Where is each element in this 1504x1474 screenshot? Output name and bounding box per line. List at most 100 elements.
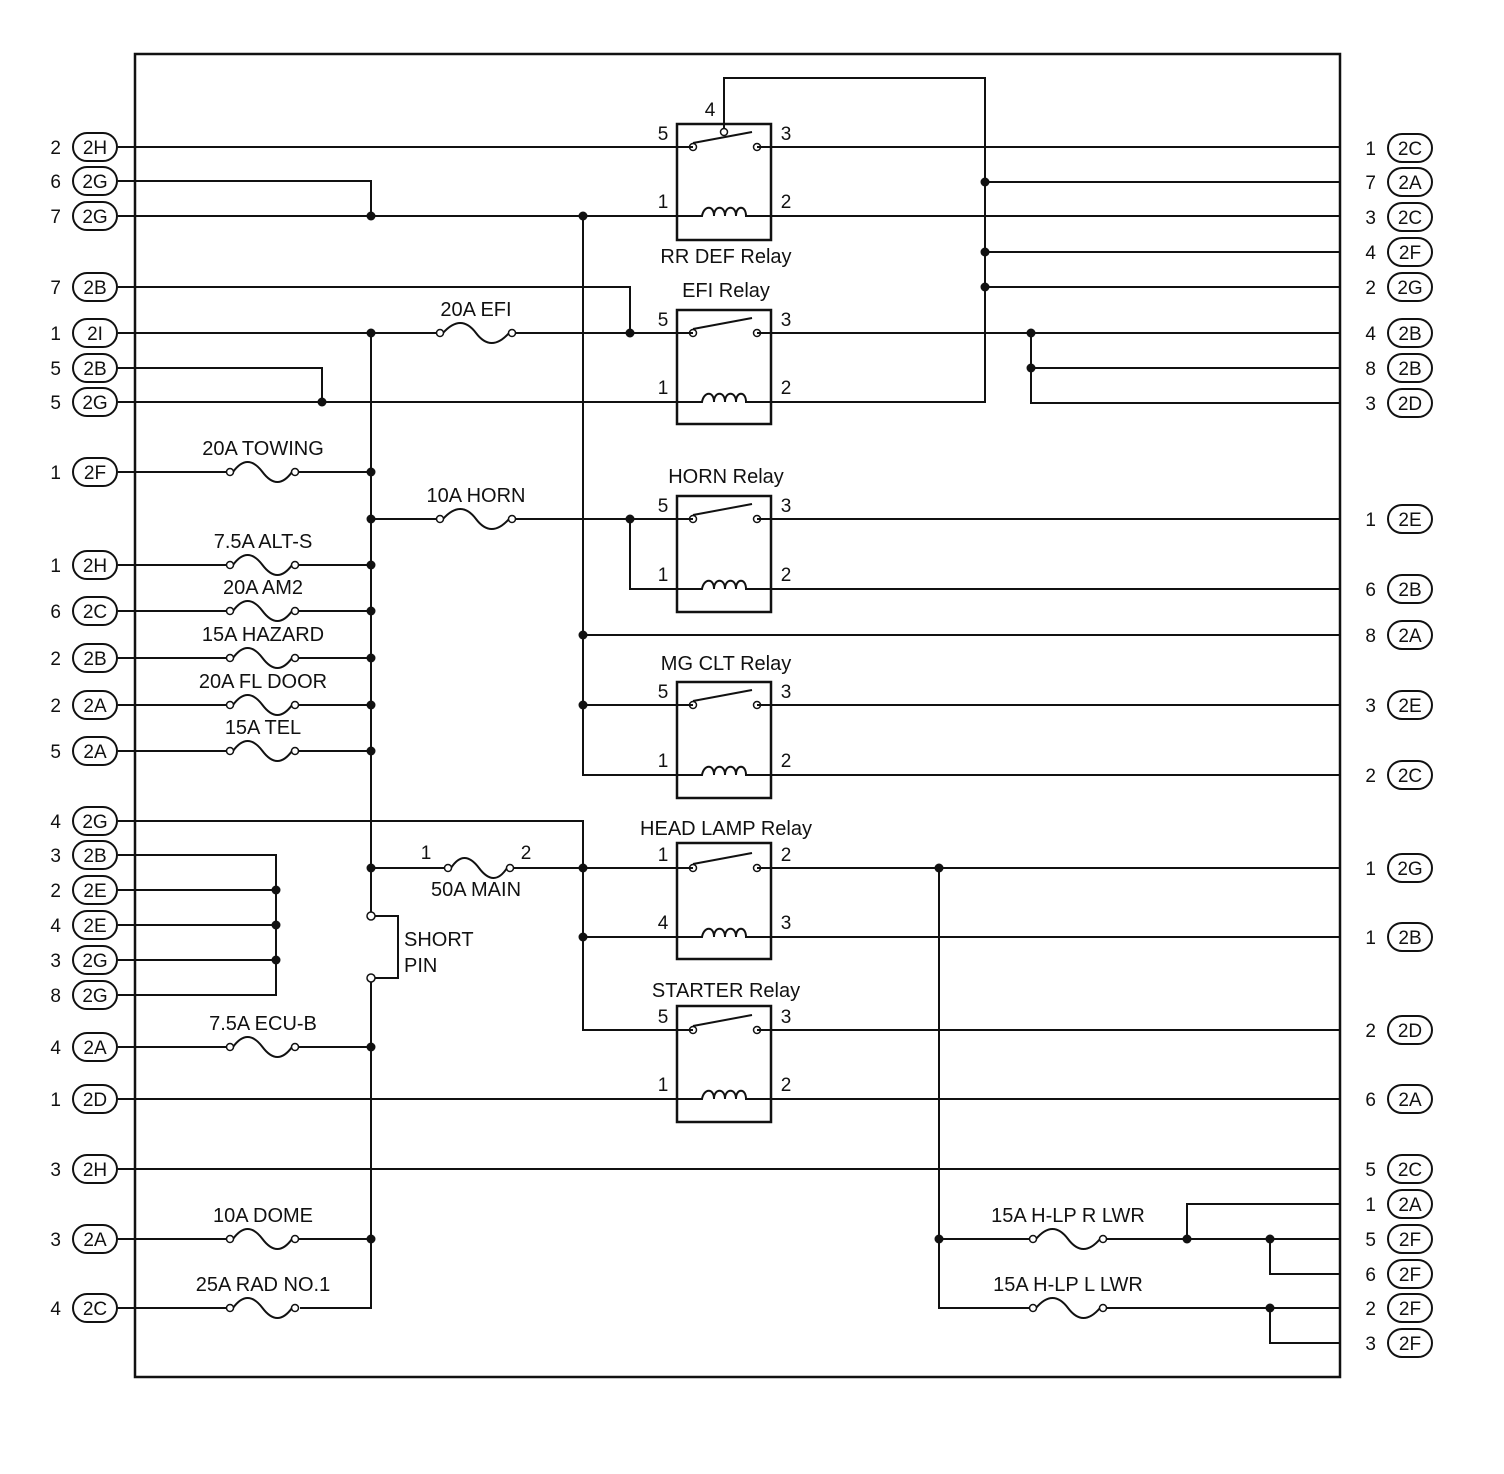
connector-id: 2A [83, 696, 107, 717]
fuse-terminal [290, 467, 300, 477]
junction-dot [271, 885, 281, 895]
right-connector-0: 2C1 [1365, 133, 1433, 163]
fuse-3: 7.5A ALT-S [214, 531, 312, 576]
connector-pin: 6 [1365, 580, 1376, 601]
relay-pin: 3 [781, 1007, 792, 1028]
connector-oval [1387, 353, 1433, 383]
connector-oval [1387, 202, 1433, 232]
connector-oval [1387, 574, 1433, 604]
connector-oval [72, 550, 118, 580]
connectors: 2H22G62G72B72I12B52G52F12H12C62B22A22A52… [50, 132, 1433, 1358]
connector-pin: 3 [50, 1230, 61, 1251]
connector-id: 2H [83, 556, 107, 577]
relay-switch-arm [692, 503, 753, 516]
connector-oval [72, 806, 118, 836]
junction-dot [1026, 363, 1036, 373]
right-connector-13: 2G1 [1365, 853, 1433, 883]
connector-oval [1387, 760, 1433, 790]
junction-dot [366, 560, 376, 570]
fuse-terminal [290, 1303, 300, 1313]
connector-pin: 7 [50, 278, 61, 299]
connector-id: 2G [82, 812, 107, 833]
junction-dot [271, 920, 281, 930]
connector-oval [72, 596, 118, 626]
connector-oval [72, 690, 118, 720]
connector-id: 2A [1398, 1090, 1422, 1111]
connector-pin: 8 [1365, 626, 1376, 647]
right-connector-8: 2E1 [1365, 504, 1433, 534]
relay-switch-arm [692, 317, 753, 330]
connector-pin: 1 [50, 1090, 61, 1111]
wire-41 [118, 820, 693, 1031]
right-connector-10: 2A 8 [1365, 620, 1433, 650]
fuse-11: 25A RAD NO.1 [196, 1274, 330, 1319]
connector-pin: 1 [50, 463, 61, 484]
relay-pin: 3 [781, 496, 792, 517]
connector-pin: 7 [50, 207, 61, 228]
left-connector-10: 2B2 [50, 643, 118, 673]
relay-box [675, 122, 773, 242]
wire-5 [118, 286, 631, 333]
right-connector-3: 2F4 [1365, 237, 1433, 267]
connector-pin: 1 [50, 556, 61, 577]
relay-pin: 1 [658, 378, 669, 399]
relay-pin: 1 [658, 845, 669, 866]
connector-pin: 1 [1365, 859, 1376, 880]
relay-pin: 1 [658, 1075, 669, 1096]
relay-pin: 3 [781, 124, 792, 145]
connector-oval [1387, 318, 1433, 348]
connector-id: 2A [1398, 173, 1422, 194]
fuse-7: 15A TEL [225, 717, 301, 762]
connector-id: 2H [83, 138, 107, 159]
connector-id: 2D [83, 1090, 107, 1111]
left-connector-2: 2G7 [50, 201, 118, 231]
connector-id: 2C [1398, 1160, 1422, 1181]
connector-pin: 1 [1365, 1195, 1376, 1216]
left-connector-18: 2G8 [50, 980, 118, 1010]
fuse-terminal [505, 863, 515, 873]
relay-label: HORN Relay [668, 466, 784, 488]
connector-oval [72, 643, 118, 673]
connector-id: 2F [1399, 1299, 1421, 1320]
connector-oval [72, 272, 118, 302]
left-connector-1: 2G6 [50, 166, 118, 196]
fuse-element [442, 508, 510, 530]
relay-box [675, 841, 773, 961]
connector-oval [1387, 167, 1433, 197]
short-pin: SHORT PIN [366, 911, 474, 983]
junction-dot [366, 467, 376, 477]
wire-60 [938, 868, 1033, 1309]
right-connector-1: 2A7 [1365, 167, 1433, 197]
right-connector-22: 2F3 [1365, 1328, 1433, 1358]
junction-dots [271, 177, 1275, 1313]
left-connector-21: 2H3 [50, 1154, 118, 1184]
connector-id: 2C [83, 602, 107, 623]
connector-id: 2E [83, 916, 106, 937]
connector-oval [72, 840, 118, 870]
fuse-element [450, 857, 508, 879]
relay-label: STARTER Relay [652, 980, 800, 1002]
wire-36 [582, 216, 693, 776]
right-connector-16: 2A6 [1365, 1084, 1433, 1114]
wire-2 [118, 180, 372, 216]
connector-oval [72, 166, 118, 196]
connector-oval [1387, 272, 1433, 302]
connector-pin: 3 [1365, 208, 1376, 229]
connector-id: 2A [1398, 626, 1422, 647]
fuse-terminal [1098, 1234, 1108, 1244]
relay-box [675, 680, 773, 800]
wire-15 [1030, 333, 1340, 404]
right-connector-6: 2B8 [1365, 353, 1433, 383]
junction-dot [1026, 328, 1036, 338]
relay-label: EFI Relay [682, 280, 770, 302]
fuse-10: 10A DOME [213, 1205, 313, 1250]
left-connector-14: 2B3 [50, 840, 118, 870]
connector-oval [1387, 922, 1433, 952]
left-connector-0: 2H2 [50, 132, 118, 162]
connector-oval [72, 353, 118, 383]
fuse-terminal [225, 700, 235, 710]
connector-pin: 6 [50, 172, 61, 193]
connector-pin: 5 [50, 359, 61, 380]
